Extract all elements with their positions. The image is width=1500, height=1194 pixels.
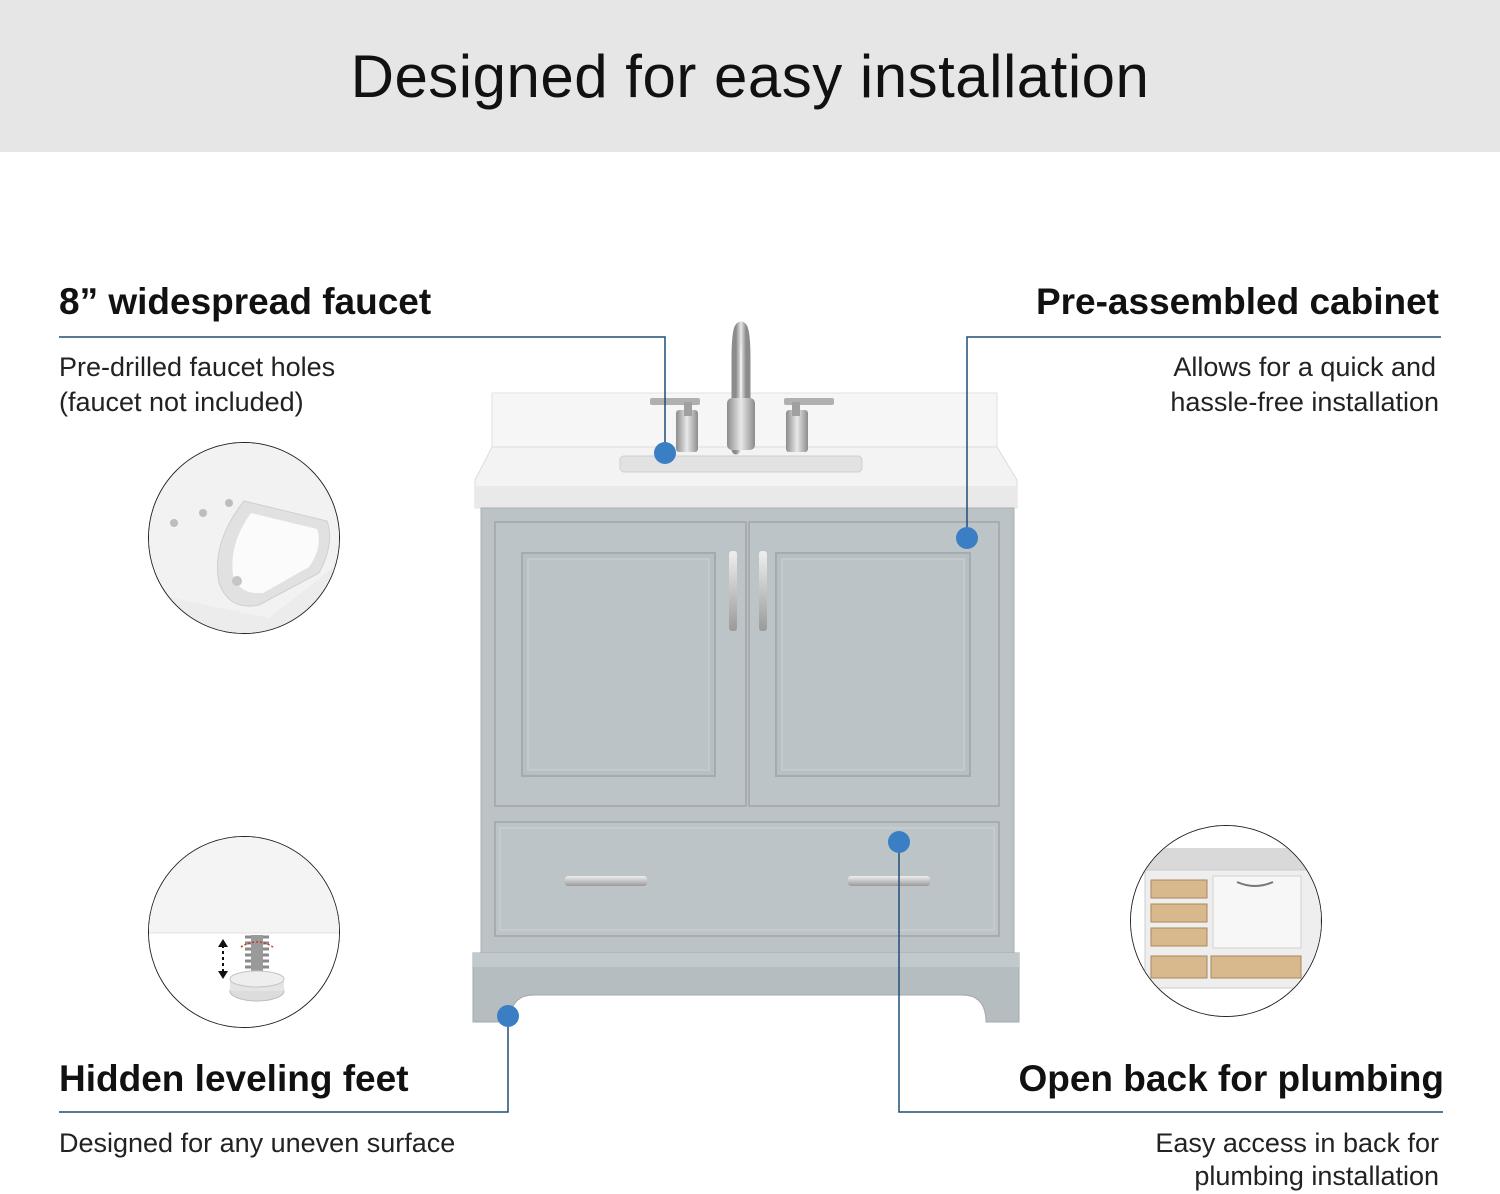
callout-line-cabinet — [966, 336, 1441, 538]
feet-feature-title: Hidden leveling feet — [59, 1058, 409, 1099]
callout-line-plumbing — [898, 842, 1443, 1113]
cabinet-feature-title: Pre-assembled cabinet — [1035, 281, 1439, 322]
drawer-pull-left — [565, 876, 647, 886]
callout-line-faucet — [59, 336, 666, 453]
up-down-arrow-icon — [218, 939, 228, 979]
rotate-arrow-icon — [240, 941, 274, 948]
callout-dot-faucet — [654, 442, 676, 464]
door-handle-right — [759, 551, 767, 631]
callout-dot-plumbing — [888, 831, 910, 853]
plumbing-feature-desc-1: Easy access in back for — [1155, 1128, 1439, 1158]
plumbing-feature-desc-2: plumbing installation — [1194, 1161, 1439, 1191]
sink-opening — [619, 455, 863, 473]
faucet-feature-desc-1: Pre-drilled faucet holes — [59, 352, 336, 382]
faucet-icon — [650, 321, 834, 455]
cabinet-feature-desc-1: Allows for a quick and — [1173, 352, 1436, 382]
callout-dot-feet — [497, 1005, 519, 1027]
cabinet-feature-desc-2: hassle-free installation — [1170, 387, 1439, 417]
plumbing-feature-title: Open back for plumbing — [1018, 1058, 1444, 1099]
callout-line-feet — [59, 1016, 509, 1113]
page-title: Designed for easy installation — [350, 42, 1150, 110]
faucet-feature-title: 8” widespread faucet — [59, 281, 432, 322]
header-banner: Designed for easy installation — [0, 0, 1500, 152]
faucet-feature-desc-2: (faucet not included) — [59, 387, 304, 417]
sink-detail-image — [148, 442, 340, 634]
drawer-pull-right — [848, 876, 930, 886]
callout-dot-cabinet — [956, 527, 978, 549]
open-back-detail-image — [1130, 825, 1322, 1017]
feet-feature-desc-1: Designed for any uneven surface — [59, 1128, 456, 1158]
door-handle-left — [729, 551, 737, 631]
leveling-foot-detail-image — [148, 836, 340, 1028]
